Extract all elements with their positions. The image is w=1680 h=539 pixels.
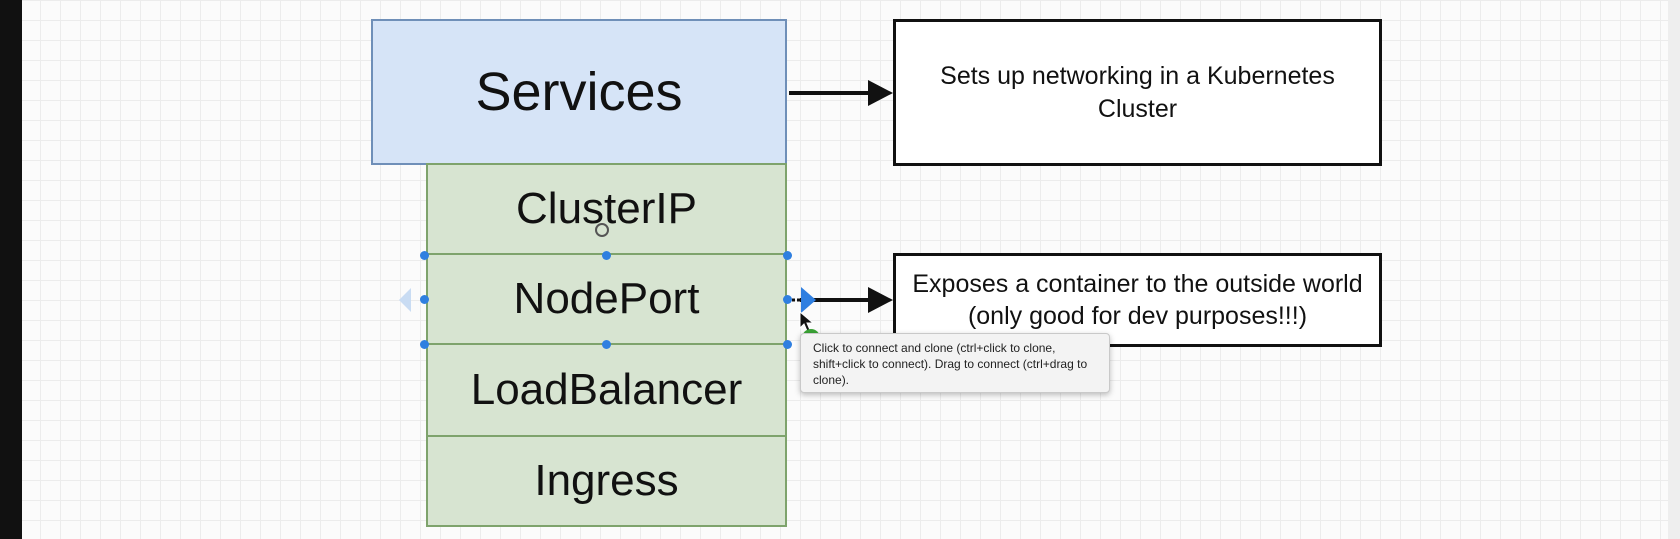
services-box[interactable]: Services bbox=[371, 19, 787, 165]
nodeport-arrowhead-icon bbox=[868, 287, 893, 313]
services-arrowhead-icon bbox=[868, 80, 893, 106]
selection-handle-bottom-center[interactable] bbox=[602, 340, 611, 349]
hover-cursor-icon bbox=[595, 223, 609, 237]
nodeport-description-box[interactable]: Exposes a container to the outside world… bbox=[893, 253, 1382, 347]
loadbalancer-label: LoadBalancer bbox=[470, 365, 743, 414]
loadbalancer-box[interactable]: LoadBalancer bbox=[426, 343, 787, 437]
ingress-box[interactable]: Ingress bbox=[426, 435, 787, 527]
left-direction-arrow-icon bbox=[399, 288, 411, 312]
services-description-text: Sets up networking in a Kubernetes Clust… bbox=[940, 62, 1335, 123]
ingress-label: Ingress bbox=[534, 456, 679, 505]
selection-handle-top-right[interactable] bbox=[783, 251, 792, 260]
nodeport-description-text: Exposes a container to the outside world… bbox=[912, 269, 1363, 331]
clusterip-box[interactable]: ClusterIP bbox=[426, 163, 787, 255]
selection-handle-top-left[interactable] bbox=[420, 251, 429, 260]
selection-handle-top-center[interactable] bbox=[602, 251, 611, 260]
mouse-pointer-icon bbox=[799, 310, 815, 332]
left-edge-bar bbox=[0, 0, 22, 539]
selection-handle-bottom-right[interactable] bbox=[783, 340, 792, 349]
services-label: Services bbox=[475, 62, 683, 122]
selection-handle-middle-right[interactable] bbox=[783, 295, 792, 304]
selection-handle-bottom-left[interactable] bbox=[420, 340, 429, 349]
services-description-box[interactable]: Sets up networking in a Kubernetes Clust… bbox=[893, 19, 1382, 166]
tooltip-text: Click to connect and clone (ctrl+click t… bbox=[813, 341, 1088, 388]
connect-tooltip: Click to connect and clone (ctrl+click t… bbox=[800, 333, 1110, 393]
selection-handle-middle-left[interactable] bbox=[420, 295, 429, 304]
right-direction-arrow-icon bbox=[801, 287, 816, 313]
nodeport-label: NodePort bbox=[513, 274, 700, 323]
right-edge-bar bbox=[1668, 0, 1680, 539]
